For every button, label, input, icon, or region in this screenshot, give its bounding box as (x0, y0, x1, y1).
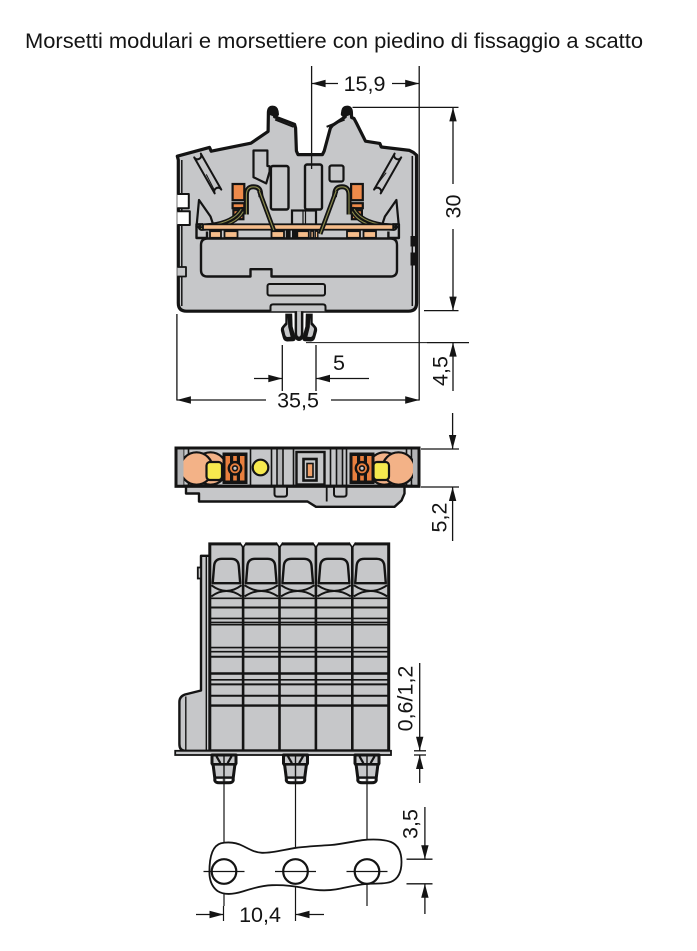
svg-text:35,5: 35,5 (277, 389, 319, 413)
svg-text:3,5: 3,5 (399, 809, 423, 839)
svg-text:15,9: 15,9 (344, 72, 386, 96)
svg-text:10,4: 10,4 (239, 903, 281, 927)
svg-text:5,2: 5,2 (428, 503, 452, 533)
svg-text:5: 5 (333, 351, 345, 375)
svg-text:4,5: 4,5 (429, 356, 453, 386)
svg-text:Morsetti modulari e morsettier: Morsetti modulari e morsettiere con pied… (25, 30, 643, 53)
svg-text:0,6/1,2: 0,6/1,2 (394, 666, 418, 732)
svg-text:30: 30 (442, 195, 466, 219)
